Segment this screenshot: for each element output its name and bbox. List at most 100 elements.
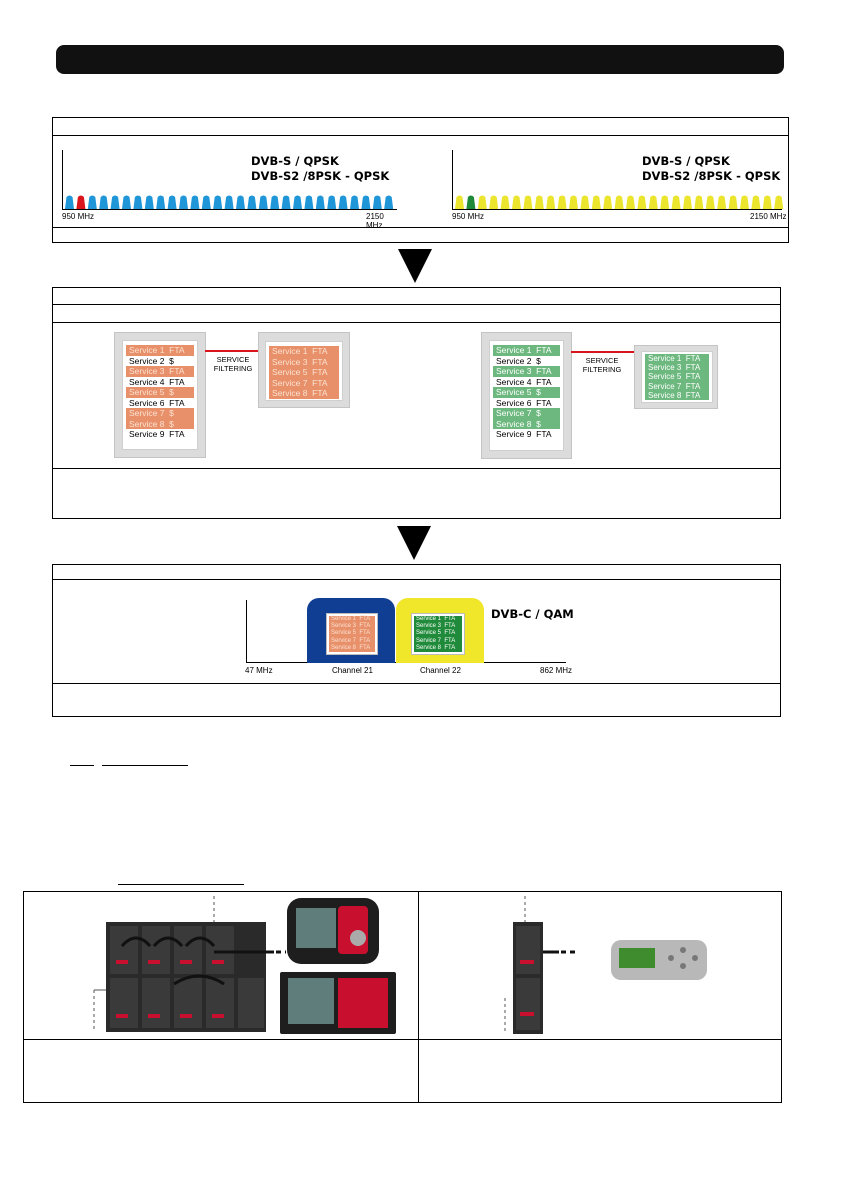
carrier <box>122 195 131 209</box>
service-entry: Service 5 FTA <box>645 372 709 382</box>
carrier <box>167 195 177 209</box>
service-entry: Service 7 FTA <box>329 637 375 645</box>
carrier <box>580 195 590 209</box>
carrier <box>500 195 510 209</box>
service-entry: Service 6 FTA <box>496 397 552 408</box>
service-entry: Service 1 FTA <box>126 345 194 356</box>
single-module-image <box>504 896 707 1034</box>
service-entry: Service 5 $ <box>493 387 560 398</box>
carrier <box>76 195 86 209</box>
carrier <box>281 195 291 209</box>
service-entry: Service 5 FTA <box>269 367 339 378</box>
service-entry: Service 1 FTA <box>269 346 339 357</box>
freq-start: 950 MHz <box>452 212 485 221</box>
carrier <box>512 195 521 209</box>
cable-freq-end: 862 MHz <box>540 666 573 675</box>
filter-link-left <box>205 350 258 352</box>
service-entry: Service 2 $ <box>129 355 174 366</box>
channel-21-label: Channel 21 <box>332 666 373 675</box>
carrier <box>774 195 784 209</box>
carrier <box>671 195 681 209</box>
service-entry: Service 6 FTA <box>129 397 185 408</box>
carrier <box>751 195 761 209</box>
carrier <box>236 195 245 209</box>
carrier <box>546 195 556 209</box>
carrier <box>694 195 704 209</box>
service-entry: Service 3 FTA <box>329 623 375 631</box>
carrier <box>156 195 166 209</box>
carrier <box>591 195 601 209</box>
carrier <box>327 195 337 209</box>
carrier <box>190 195 200 209</box>
service-entry: Service 1 FTA <box>493 345 560 356</box>
carrier <box>603 195 613 209</box>
section-title-bar <box>56 45 784 74</box>
carrier <box>466 195 476 209</box>
carrier <box>728 195 738 209</box>
carrier <box>455 195 464 209</box>
service-entry: Service 3 FTA <box>493 366 560 377</box>
channel-22-label: Channel 22 <box>420 666 461 675</box>
carrier <box>338 195 348 209</box>
flow-arrow-1 <box>398 249 432 283</box>
service-entry: Service 7 FTA <box>645 381 709 391</box>
headend-rack-image <box>93 896 396 1034</box>
freq-start: 950 MHz <box>62 212 95 221</box>
modulation-line-1: DVB-S / QPSK <box>642 154 730 168</box>
carrier <box>304 195 314 209</box>
service-entry: Service 1 FTA <box>329 616 375 624</box>
service-entry: Service 5 $ <box>126 387 194 398</box>
carrier <box>534 195 544 209</box>
carrier <box>372 195 382 209</box>
service-entry: Service 9 FTA <box>496 429 552 439</box>
carrier <box>293 195 302 209</box>
carrier <box>99 195 109 209</box>
service-entry: Service 8 $ <box>126 418 194 429</box>
spectrum-left: DVB-S / QPSK DVB-S2 /8PSK - QPSK 950 MHz… <box>62 150 402 230</box>
carrier <box>361 195 371 209</box>
carrier <box>705 195 715 209</box>
service-entry: Service 7 $ <box>126 408 194 419</box>
service-entry: Service 3 FTA <box>269 356 339 367</box>
service-entry: Service 2 $ <box>496 355 541 366</box>
carrier <box>762 195 772 209</box>
carrier <box>213 195 223 209</box>
carrier <box>569 195 578 209</box>
service-entry: Service 3 FTA <box>414 623 462 631</box>
config-table-right-text <box>418 1039 782 1103</box>
carrier <box>224 195 234 209</box>
modulation-line-2: DVB-S2 /8PSK - QPSK <box>251 169 390 183</box>
config-table-right-image <box>418 891 782 1040</box>
service-entry: Service 7 FTA <box>269 377 339 388</box>
carrier <box>384 195 394 209</box>
carrier <box>683 195 692 209</box>
carrier <box>247 195 257 209</box>
service-entry: Service 3 FTA <box>126 366 194 377</box>
spectrum-box: DVB-S / QPSK DVB-S2 /8PSK - QPSK 950 MHz… <box>52 117 789 243</box>
carrier <box>523 195 533 209</box>
service-entry: Service 7 $ <box>493 408 560 419</box>
carrier <box>614 195 624 209</box>
carrier-comb-left <box>65 195 394 209</box>
config-table-left-text <box>23 1039 419 1103</box>
service-entry: Service 1 FTA <box>645 354 709 364</box>
carrier <box>648 195 658 209</box>
carrier <box>201 195 211 209</box>
carrier <box>626 195 635 209</box>
carrier <box>740 195 749 209</box>
carrier <box>65 195 74 209</box>
flow-arrow-2 <box>397 526 431 560</box>
filter-link-right <box>571 351 634 353</box>
service-entry: Service 1 FTA <box>414 616 462 624</box>
service-entry: Service 8 FTA <box>269 388 339 399</box>
carrier-comb-right <box>455 195 784 209</box>
service-entry: Service 7 FTA <box>414 637 462 645</box>
